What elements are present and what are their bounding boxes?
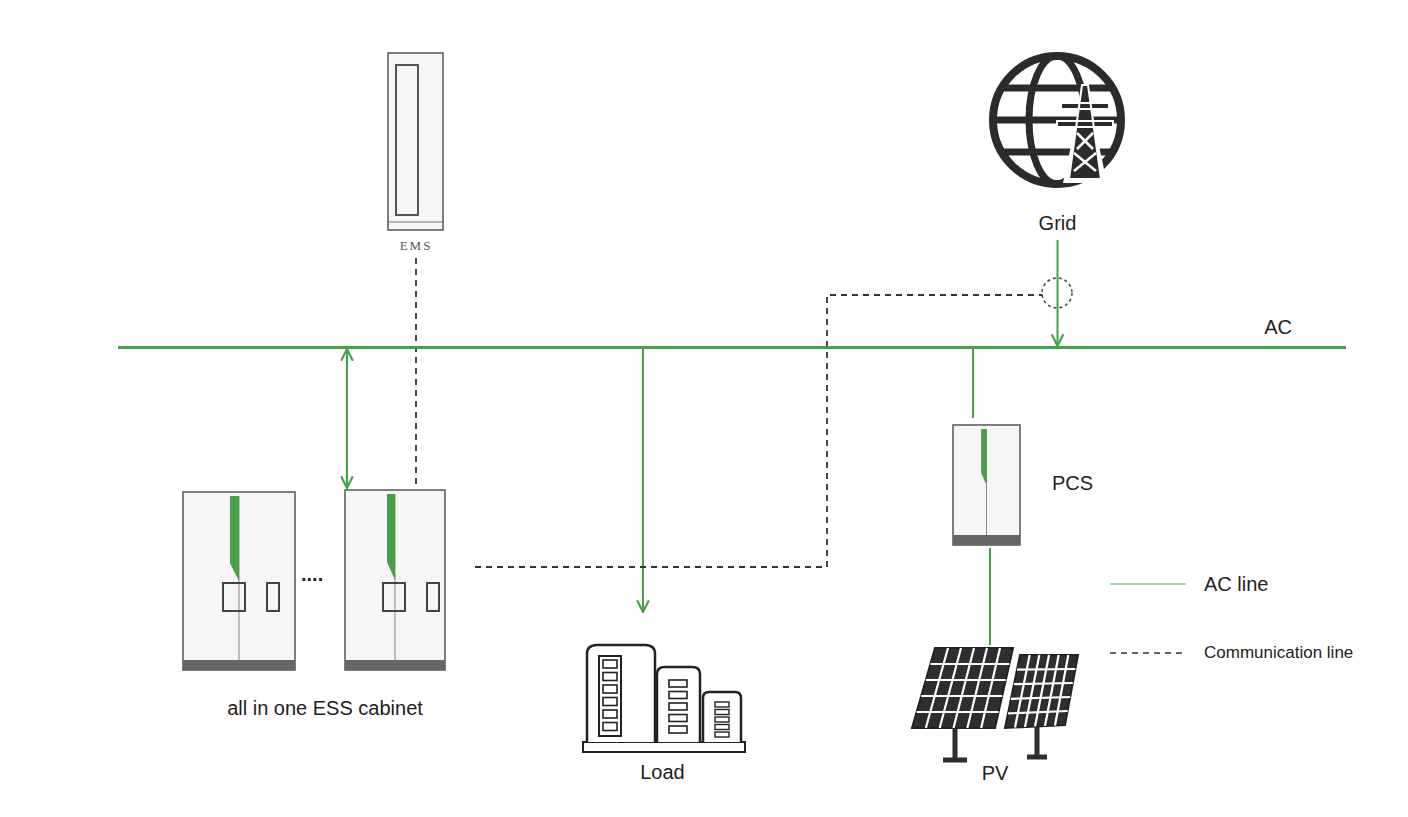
legend-text: Communication line <box>1204 641 1353 665</box>
ac-line <box>972 349 974 418</box>
node-label: Load <box>640 760 685 784</box>
ac-line <box>346 349 348 488</box>
grid-source: Grid <box>985 45 1130 240</box>
node-label: EMS <box>400 238 433 254</box>
legend-text: AC line <box>1204 572 1268 596</box>
pcs-converter: PCS <box>945 418 1105 548</box>
communication-line <box>415 258 417 488</box>
legend-entry: Communication line <box>1108 641 1353 665</box>
legend-line-sample <box>1108 647 1188 659</box>
ellipsis-label: .... <box>301 562 323 586</box>
pv-array: PV <box>905 645 1085 790</box>
load-building: Load <box>575 612 750 787</box>
ess-cabinet: all in one ESS cabinet <box>175 488 475 723</box>
ac-line <box>989 548 991 645</box>
ac-line <box>1057 240 1059 346</box>
ac-line <box>642 349 644 612</box>
node-label: PCS <box>1052 471 1093 495</box>
ems-server: EMS <box>380 50 452 258</box>
communication-line <box>475 295 1043 567</box>
load-building-icon <box>575 612 750 787</box>
grid-source-icon <box>985 45 1130 240</box>
ems-server-icon <box>380 50 452 258</box>
node-label: all in one ESS cabinet <box>227 696 423 720</box>
legend-entry: AC line <box>1108 572 1268 596</box>
node-label: AC <box>118 315 1346 339</box>
node-label: PV <box>982 761 1009 785</box>
ac-bus: AC <box>118 346 1346 349</box>
ess-cabinet-icon <box>175 488 475 723</box>
legend-line-sample <box>1108 578 1188 590</box>
node-label: Grid <box>1039 211 1077 235</box>
